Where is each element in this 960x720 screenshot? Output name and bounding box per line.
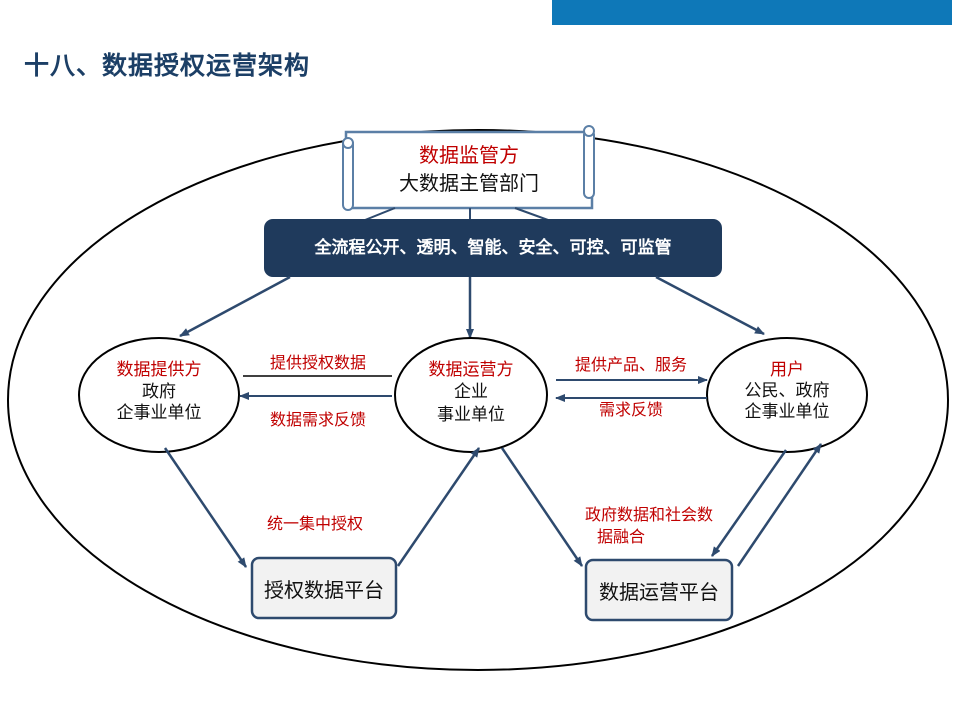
connector-scroll-left [364,207,396,221]
user-node [706,337,868,453]
provider-role: 数据提供方 [116,360,202,380]
edge-label-provide-products: 提供产品、服务 [574,355,687,374]
regulator-scroll [342,125,595,211]
edge-label-demand-feedback-left: 数据需求反馈 [269,410,366,429]
ops-platform-label: 数据运营平台 [599,580,719,604]
arrow-auth-platform-to-operator [396,447,481,567]
arrow-user-to-ops-platform [710,449,788,557]
regulator-role: 数据监管方 [419,143,519,167]
user-role: 用户 [770,360,804,380]
arrow-ops-platform-to-user [736,443,823,567]
user-line1: 公民、政府 [744,381,830,401]
provider-line1: 政府 [142,382,176,402]
principles-banner [264,219,722,277]
edge-label-data-fusion-line2: 据融合 [596,527,645,546]
arrow-provider-to-auth-platform [163,447,248,568]
page-title: 十八、数据授权运营架构 [24,51,311,80]
provider-line2: 企事业单位 [116,403,202,423]
arrow-operator-to-ops-platform [500,447,584,567]
operator-line1: 企业 [454,382,488,402]
header-accent-bar [552,0,952,25]
principles-banner-text: 全流程公开、透明、智能、安全、可控、可监管 [314,238,672,258]
user-line2: 企事业单位 [744,402,830,422]
edge-label-demand-feedback-right: 需求反馈 [598,400,663,419]
connector-scroll-right [514,207,549,221]
edge-label-provide-data: 提供授权数据 [269,353,366,372]
operator-line2: 事业单位 [437,405,505,425]
auth-platform-label: 授权数据平台 [264,578,384,602]
auth-platform-box [250,556,398,620]
arrow-banner-to-provider [179,275,291,338]
outer-ellipse [7,129,949,671]
operator-role: 数据运营方 [428,360,514,380]
regulator-name: 大数据主管部门 [399,171,539,195]
edge-label-data-fusion-line1: 政府数据和社会数 [584,505,713,524]
arrow-banner-to-user [655,275,765,336]
ops-platform-box [584,558,734,622]
edge-label-unified-auth: 统一集中授权 [266,514,363,533]
